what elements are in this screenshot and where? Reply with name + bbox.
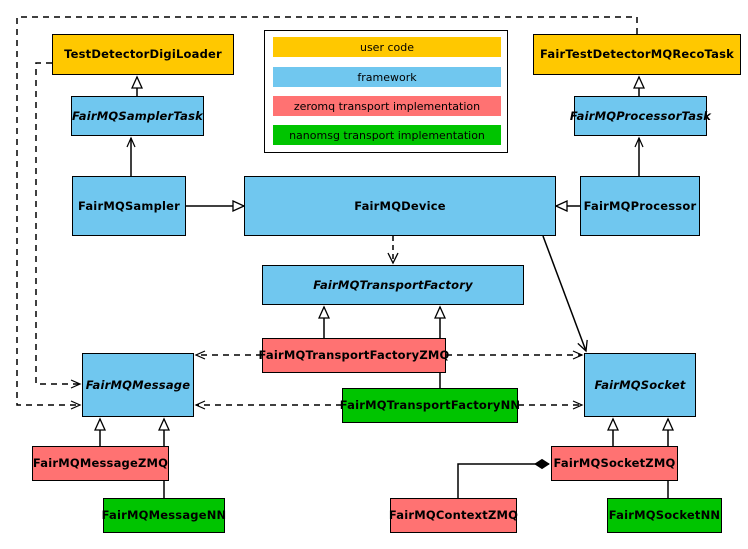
class-label: TestDetectorDigiLoader: [64, 47, 222, 62]
class-label: FairMQMessageZMQ: [32, 456, 169, 471]
class-label: FairMQMessageNN: [101, 508, 227, 523]
class-box-fairmqdevice[interactable]: FairMQDevice: [244, 176, 556, 236]
class-box-fairmqprocessor[interactable]: FairMQProcessor: [580, 176, 700, 236]
legend-item-framework: framework: [273, 67, 501, 87]
class-box-fairmqmessagenn[interactable]: FairMQMessageNN: [101, 498, 227, 533]
edge-digiloader-message-routed: [35, 62, 82, 389]
class-box-fairmqtransportfactoryzmq[interactable]: FairMQTransportFactoryZMQ: [259, 338, 449, 373]
edge-device-socket: [542, 235, 586, 351]
class-box-fairmqtransportfactorynn[interactable]: FairMQTransportFactoryNN: [339, 388, 521, 423]
class-label: FairMQSampler: [77, 198, 181, 213]
class-label: FairMQProcessor: [583, 198, 697, 213]
class-label: FairMQSocketNN: [608, 508, 721, 523]
legend-label-nanomsg: nanomsg transport implementation: [289, 128, 485, 142]
class-box-fairtestdetectormqrecotask[interactable]: FairTestDetectorMQRecoTask: [533, 34, 741, 75]
legend-label-user-code: user code: [359, 40, 415, 54]
legend-label-framework: framework: [357, 70, 417, 84]
legend-label-zeromq: zeromq transport implementation: [293, 99, 481, 113]
edge-recotask-message-routed: [16, 16, 638, 410]
class-box-fairmqsamplertask[interactable]: FairMQSamplerTask: [71, 96, 204, 136]
class-label: FairMQSocket: [594, 377, 686, 392]
class-box-fairmqmessagezmq[interactable]: FairMQMessageZMQ: [32, 446, 169, 481]
legend-item-zeromq: zeromq transport implementation: [273, 96, 501, 116]
class-box-fairmqsocket[interactable]: FairMQSocket: [584, 353, 696, 417]
class-box-fairmqtransportfactory[interactable]: FairMQTransportFactory: [262, 265, 524, 305]
class-label: FairMQDevice: [354, 198, 446, 213]
class-box-fairmqsocketnn[interactable]: FairMQSocketNN: [607, 498, 722, 533]
legend-item-user-code: user code: [273, 37, 501, 57]
class-label: FairMQMessage: [85, 377, 191, 392]
class-label: FairMQProcessorTask: [569, 108, 712, 123]
class-box-testdetectordigiloader[interactable]: TestDetectorDigiLoader: [52, 34, 234, 75]
class-box-fairmqsocketzmq[interactable]: FairMQSocketZMQ: [551, 446, 678, 481]
class-box-fairmqprocessortask[interactable]: FairMQProcessorTask: [570, 96, 711, 136]
class-label: FairTestDetectorMQRecoTask: [540, 47, 734, 62]
class-label: FairMQSamplerTask: [72, 108, 203, 123]
class-box-fairmqmessage[interactable]: FairMQMessage: [82, 353, 194, 417]
class-box-fairmqcontextzmq[interactable]: FairMQContextZMQ: [388, 498, 519, 533]
class-label: FairMQSocketZMQ: [553, 456, 676, 471]
legend: user code framework zeromq transport imp…: [264, 30, 508, 153]
legend-item-nanomsg: nanomsg transport implementation: [273, 125, 501, 145]
edge-socketzmq-contextzmq-composition: [457, 458, 550, 498]
class-box-fairmqsampler[interactable]: FairMQSampler: [72, 176, 186, 236]
class-label: FairMQTransportFactoryZMQ: [258, 348, 450, 363]
class-label: FairMQContextZMQ: [388, 508, 519, 523]
class-label: FairMQTransportFactory: [313, 277, 473, 292]
class-label: FairMQTransportFactoryNN: [339, 398, 521, 413]
